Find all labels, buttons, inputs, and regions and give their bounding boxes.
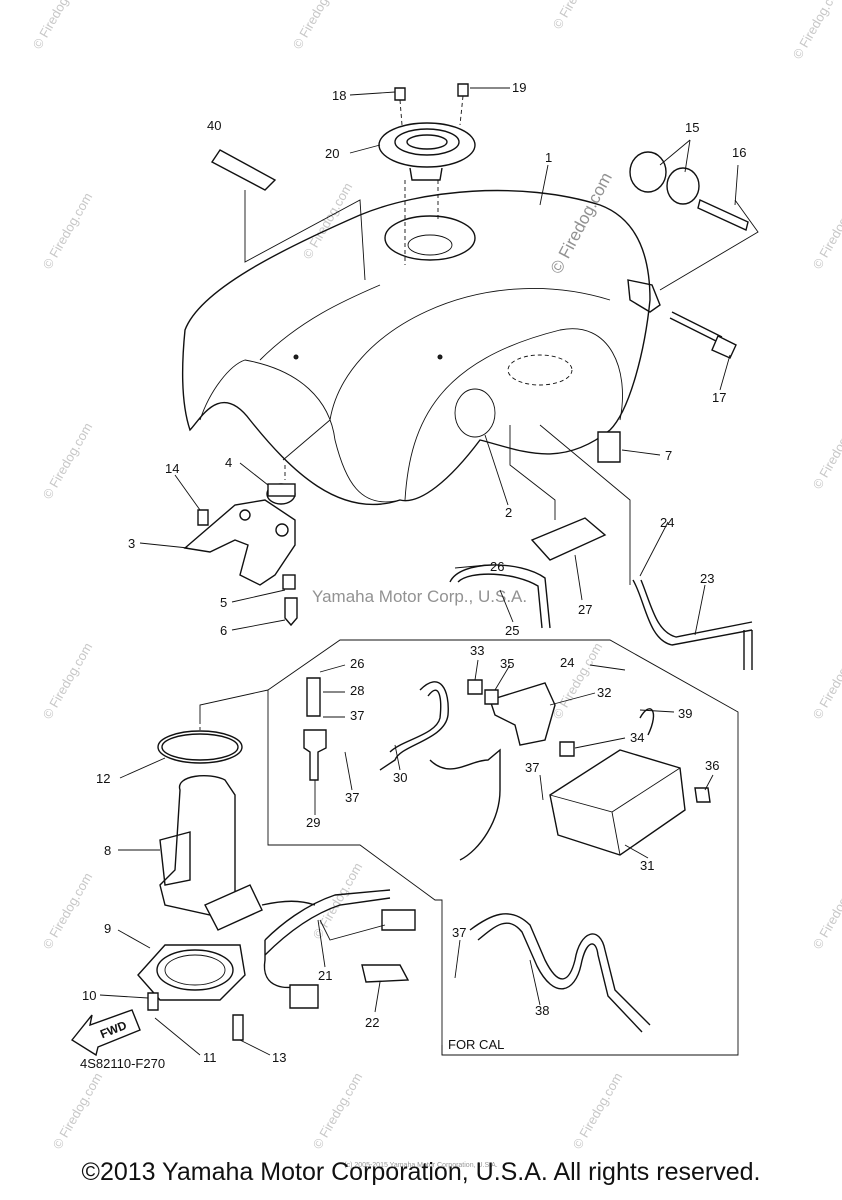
callout-29: 29	[306, 815, 320, 830]
watermark: © Firedog.com	[40, 420, 96, 502]
watermark: © Firedog.com	[550, 640, 606, 722]
callout-37d: 37	[452, 925, 466, 940]
callout-9: 9	[104, 921, 111, 936]
callout-14: 14	[165, 461, 179, 476]
callout-2: 2	[505, 505, 512, 520]
rear-mount-dampers	[629, 151, 759, 359]
watermark: © Firedog.com	[570, 1070, 626, 1152]
callout-22: 22	[365, 1015, 379, 1030]
watermark: © Firedog.com	[40, 190, 96, 272]
callout-13: 13	[272, 1050, 286, 1065]
callout-38: 38	[535, 1003, 549, 1018]
callout-28: 28	[350, 683, 364, 698]
callout-18: 18	[332, 88, 346, 103]
evap-canister-system	[303, 677, 711, 1033]
watermark: © Firedog.com	[310, 1070, 366, 1152]
fuel-pump-assembly	[137, 689, 316, 1041]
callout-35: 35	[500, 656, 514, 671]
watermark: © Firedog.com	[810, 640, 842, 722]
callout-21: 21	[318, 968, 332, 983]
watermark: © Firedog.com	[30, 0, 86, 52]
callout-37b: 37	[345, 790, 359, 805]
watermark: © Firedog.com	[50, 1070, 106, 1152]
callout-25: 25	[505, 623, 519, 638]
callout-12: 12	[96, 771, 110, 786]
callout-labels: 1 2 3 4 5 6 7 8 9 10 11 12 13 14 15 16 1…	[80, 80, 746, 1071]
watermark: © Firedog.com	[810, 410, 842, 492]
callout-11: 11	[203, 1050, 217, 1065]
callout-24b: 24	[560, 655, 574, 670]
callout-16: 16	[732, 145, 746, 160]
callout-4: 4	[225, 455, 232, 470]
callout-8: 8	[104, 843, 111, 858]
watermark: © Firedog.com	[310, 860, 366, 942]
callout-33: 33	[470, 643, 484, 658]
callout-39: 39	[678, 706, 692, 721]
callout-23: 23	[700, 571, 714, 586]
watermark: © Firedog.com	[550, 0, 606, 32]
callout-19: 19	[512, 80, 526, 95]
tiny-copyright: (c) 2005-2015 Yamaha Motor Corporation, …	[344, 1162, 498, 1169]
filler-cap-flange	[378, 83, 476, 265]
watermark: © Firedog.com	[790, 0, 842, 62]
callout-3: 3	[128, 536, 135, 551]
callout-24: 24	[660, 515, 674, 530]
callout-7: 7	[665, 448, 672, 463]
watermark: © Firedog.com	[810, 190, 842, 272]
fuel-hose	[263, 889, 416, 1009]
callout-5: 5	[220, 595, 227, 610]
for-cal-label: FOR CAL	[448, 1037, 504, 1052]
callout-1: 1	[545, 150, 552, 165]
fuel-tank	[181, 189, 661, 506]
tank-accessories	[449, 424, 753, 670]
watermark: © Firedog.com	[40, 640, 96, 722]
callout-30: 30	[393, 770, 407, 785]
copyright-footer: ©2013 Yamaha Motor Corporation, U.S.A. A…	[81, 1158, 761, 1186]
callout-26b: 26	[350, 656, 364, 671]
callout-6: 6	[220, 623, 227, 638]
watermark: © Firedog.com	[40, 870, 96, 952]
callout-37: 37	[350, 708, 364, 723]
callout-20: 20	[325, 146, 339, 161]
fwd-arrow-icon: FWD	[70, 1009, 141, 1057]
for-cal-box: FOR CAL	[267, 639, 739, 1056]
callout-17: 17	[712, 390, 726, 405]
tank-watermark: © Firedog.com	[547, 169, 616, 277]
callout-37c: 37	[525, 760, 539, 775]
callout-32: 32	[597, 685, 611, 700]
drawing-code: 4S82110-F270	[80, 1056, 165, 1071]
callout-40: 40	[207, 118, 221, 133]
callout-26: 26	[490, 559, 504, 574]
leader-lines	[99, 87, 739, 1056]
front-mount-bracket	[183, 419, 331, 627]
watermark: © Firedog.com	[810, 870, 842, 952]
callout-15: 15	[685, 120, 699, 135]
callout-27: 27	[578, 602, 592, 617]
callout-36: 36	[705, 758, 719, 773]
callout-31: 31	[640, 858, 654, 873]
callout-34: 34	[630, 730, 644, 745]
callout-10: 10	[82, 988, 96, 1003]
tank-watermark-center: Yamaha Motor Corp., U.S.A.	[312, 587, 527, 606]
watermark: © Firedog.com	[290, 0, 346, 52]
tank-pad	[210, 149, 366, 281]
